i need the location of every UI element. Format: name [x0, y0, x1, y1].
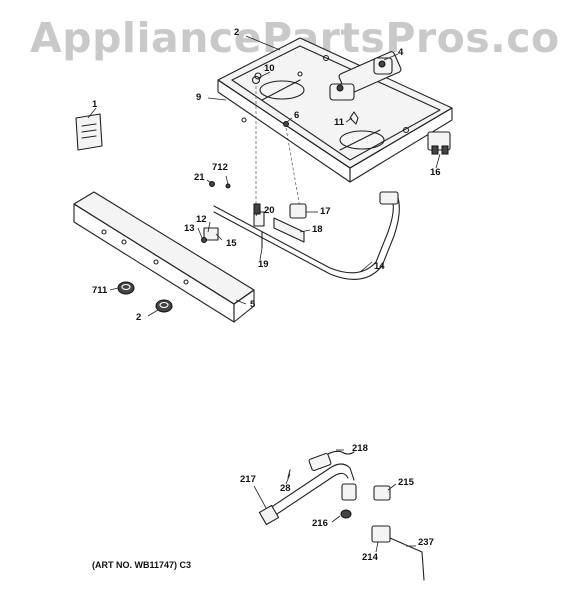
callout-10: 10 [264, 63, 275, 74]
callout-19: 19 [258, 259, 269, 270]
callout-215: 215 [398, 477, 414, 488]
callout-28: 28 [280, 483, 291, 494]
callout-218: 218 [352, 443, 368, 454]
callout-21: 21 [194, 172, 205, 183]
spark-switch [203, 227, 219, 241]
burner-valves [329, 51, 402, 101]
igniter-module [427, 131, 451, 155]
callout-9: 9 [196, 92, 202, 103]
screw [225, 183, 231, 189]
leader-lines [87, 35, 441, 317]
callout-711: 711 [92, 285, 108, 296]
screw [201, 237, 207, 243]
manifold-panel [73, 191, 255, 323]
callout-20: 20 [264, 205, 275, 216]
screw [253, 203, 261, 215]
igniter-switch [289, 203, 307, 219]
burner-box [217, 37, 453, 183]
callout-4: 4 [398, 47, 404, 58]
callout-13: 13 [184, 223, 195, 234]
callout-11: 11 [334, 117, 345, 128]
callout-2-top: 2 [234, 27, 240, 38]
callout-712: 712 [212, 162, 228, 173]
clip [349, 111, 359, 125]
callout-2-bottom: 2 [136, 312, 142, 323]
callout-217: 217 [240, 474, 256, 485]
lower-igniter-assembly [253, 449, 425, 581]
callout-216: 216 [312, 518, 328, 529]
callout-14: 14 [374, 261, 385, 272]
knob [155, 299, 173, 313]
art-number: (ART NO. WB11747) C3 [92, 560, 192, 570]
callout-237: 237 [418, 537, 434, 548]
callout-1: 1 [92, 99, 98, 110]
callout-15: 15 [226, 238, 237, 249]
screw [283, 121, 289, 127]
callout-6: 6 [294, 110, 300, 121]
knob-insert [117, 281, 135, 295]
callout-18: 18 [312, 224, 323, 235]
callout-17: 17 [320, 206, 331, 217]
callout-12: 12 [196, 214, 207, 225]
callout-214: 214 [362, 552, 378, 563]
literature-packet [75, 113, 103, 151]
igniter-wire-harness [213, 191, 400, 280]
grommet [251, 75, 261, 85]
callout-16: 16 [430, 167, 441, 178]
callout-5: 5 [250, 299, 256, 310]
